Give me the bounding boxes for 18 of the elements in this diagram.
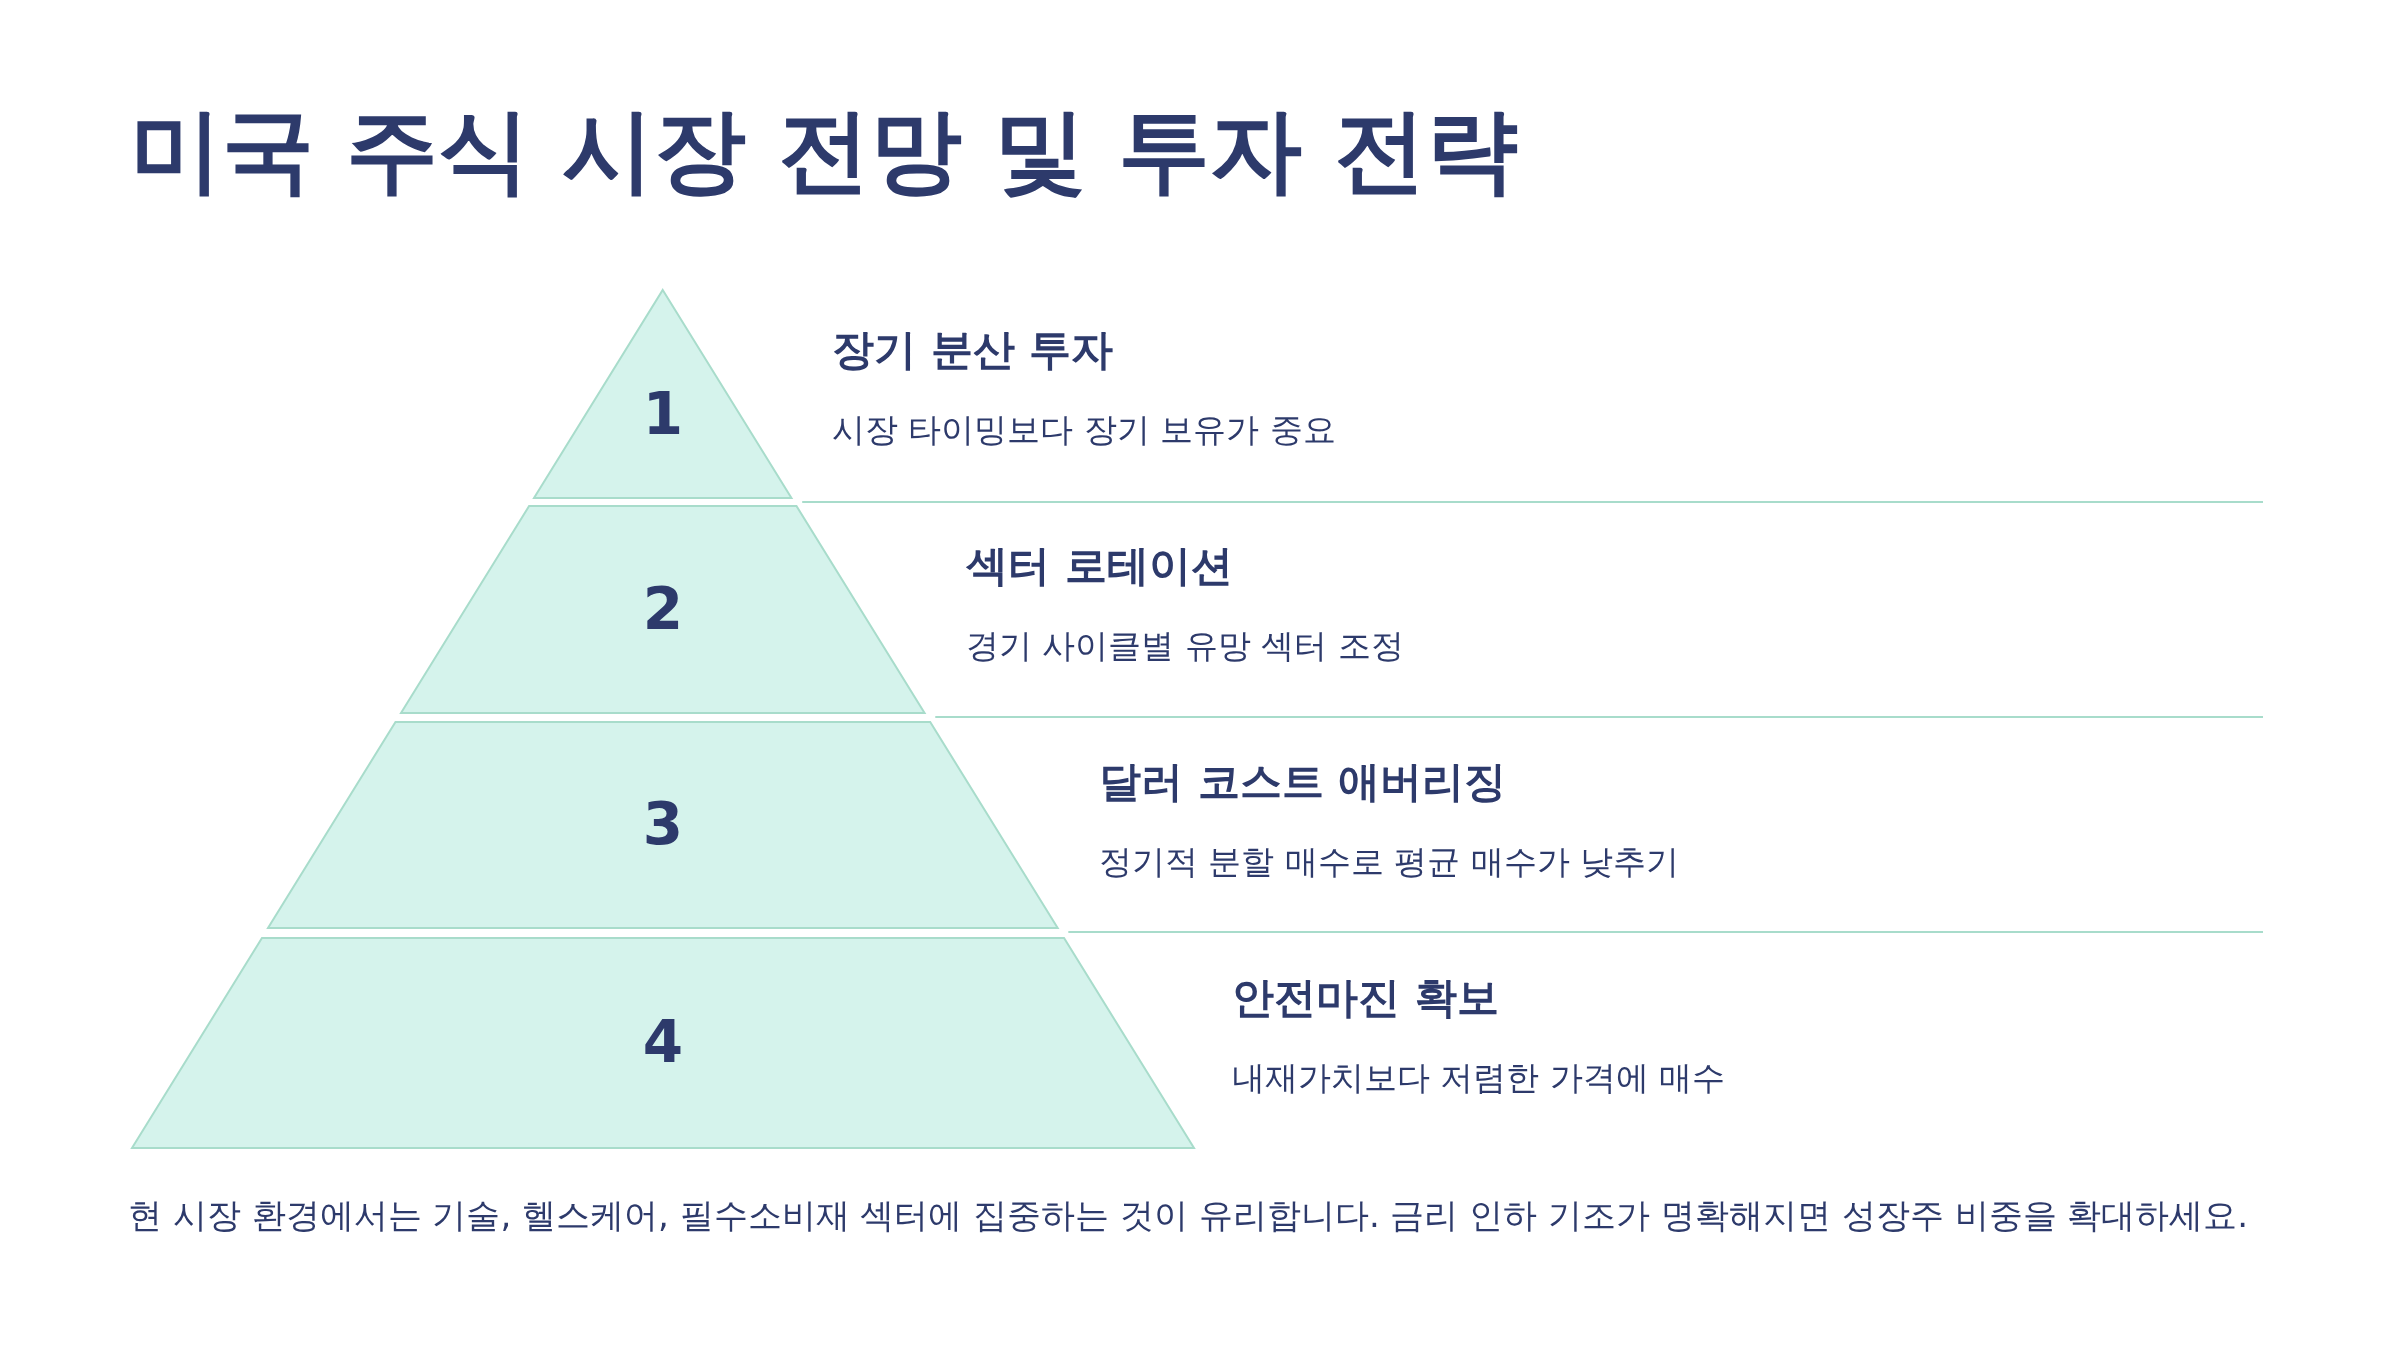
level-heading: 달러 코스트 애버리징 bbox=[1099, 757, 1507, 808]
level-number: 3 bbox=[641, 795, 685, 853]
level-heading: 섹터 로테이션 bbox=[966, 541, 1233, 592]
caption: 현 시장 환경에서는 기술, 헬스케어, 필수소비재 섹터에 집중하는 것이 유리합니다. 금리 인하 기조가 명확해지면 성장주 비중을 확대하세요. bbox=[128, 1195, 2249, 1236]
pyramid-level bbox=[401, 506, 925, 713]
level-heading: 안전마진 확보 bbox=[1232, 973, 1499, 1024]
level-description: 정기적 분할 매수로 평균 매수가 낮추기 bbox=[1099, 842, 1680, 882]
title: 미국 주식 시장 전망 및 투자 전략 bbox=[130, 100, 1519, 202]
level-number: 1 bbox=[641, 384, 685, 443]
level-number: 2 bbox=[641, 579, 685, 638]
level-heading: 장기 분산 투자 bbox=[832, 325, 1114, 376]
level-description: 경기 사이클별 유망 섹터 조정 bbox=[966, 626, 1404, 666]
pyramid-top-triangle bbox=[534, 290, 792, 498]
level-number: 4 bbox=[641, 1013, 685, 1071]
level-description: 시장 타이밍보다 장기 보유가 중요 bbox=[832, 410, 1336, 450]
pyramid-level bbox=[268, 722, 1058, 928]
level-description: 내재가치보다 저렴한 가격에 매수 bbox=[1232, 1058, 1726, 1098]
pyramid-level bbox=[132, 938, 1194, 1148]
